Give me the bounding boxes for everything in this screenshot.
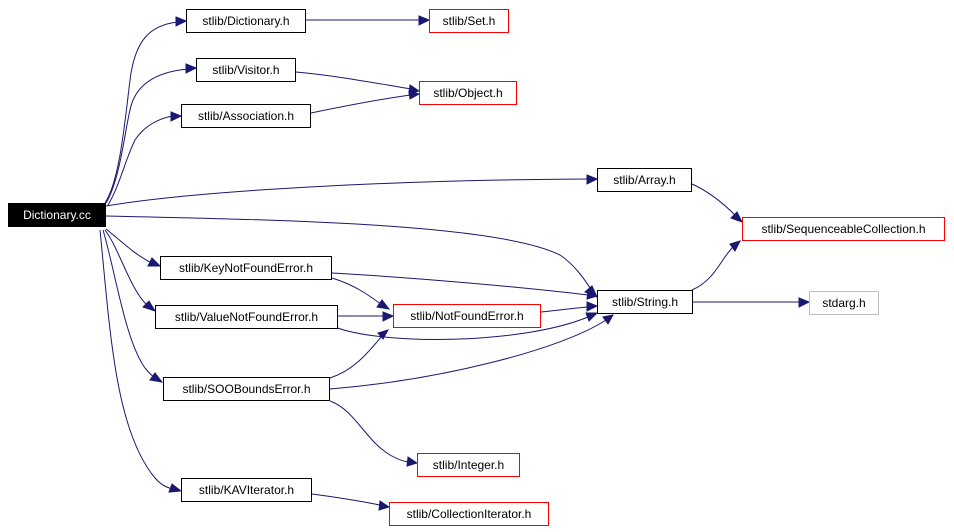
arrowhead: [382, 311, 395, 322]
node-stlib-object-h[interactable]: stlib/Object.h: [419, 81, 517, 105]
edge-root-kaviterator: [99, 229, 173, 490]
edge-valuenotfound-string: [334, 316, 589, 340]
arrowhead: [377, 329, 390, 340]
edge-keynotfound-notfound: [331, 277, 383, 306]
arrowhead: [175, 16, 188, 27]
node-stlib-string-h[interactable]: stlib/String.h: [597, 290, 693, 314]
node-stlib-integer-h[interactable]: stlib/Integer.h: [417, 453, 520, 477]
edge-soobounds-notfound: [329, 335, 383, 379]
arrowhead: [406, 456, 419, 467]
edge-root-visitor: [105, 68, 189, 204]
node-stlib-set-h[interactable]: stlib/Set.h: [429, 9, 509, 33]
arrowhead: [586, 174, 599, 185]
arrowhead: [586, 301, 599, 312]
arrowhead: [798, 297, 811, 308]
edge-soobounds-integer: [329, 400, 409, 463]
arrowhead: [585, 312, 599, 322]
arrowhead: [376, 299, 391, 310]
node-stlib-array-h[interactable]: stlib/Array.h: [597, 168, 692, 192]
edge-keynotfound-string: [331, 272, 589, 296]
arrowhead: [378, 500, 391, 511]
node-stlib-notfounderror-h[interactable]: stlib/NotFoundError.h: [393, 304, 541, 328]
node-stlib-visitor-h[interactable]: stlib/Visitor.h: [196, 58, 296, 82]
node-stlib-soobounderror-h[interactable]: stlib/SOOBoundsError.h: [163, 377, 330, 401]
edge-kaviterator-colliterator: [311, 493, 381, 506]
arrowhead: [147, 257, 162, 267]
arrowhead: [168, 483, 183, 493]
edge-root-valuenotfound: [104, 229, 149, 307]
edge-association-object: [310, 94, 412, 114]
edge-root-dictionary: [104, 21, 179, 204]
edge-root-array: [105, 178, 589, 207]
node-stlib-sequenceablecollection-h[interactable]: stlib/SequenceableCollection.h: [742, 217, 945, 241]
node-stlib-keynotfounderror-h[interactable]: stlib/KeyNotFoundError.h: [160, 256, 332, 280]
edge-root-soobounds: [102, 229, 156, 379]
edge-visitor-object: [295, 71, 412, 90]
edge-root-association: [107, 115, 174, 206]
arrowhead: [729, 240, 741, 252]
node-stlib-dictionary-h[interactable]: stlib/Dictionary.h: [186, 9, 306, 33]
arrowhead: [418, 15, 431, 26]
arrowhead: [149, 372, 164, 383]
node-stlib-kaviterator-h[interactable]: stlib/KAVIterator.h: [181, 478, 312, 502]
edges: [99, 15, 811, 511]
edge-string-seqcoll: [691, 246, 734, 291]
arrowhead: [586, 290, 599, 300]
arrowhead: [602, 314, 614, 325]
node-stlib-collectioniterator-h[interactable]: stlib/CollectionIterator.h: [389, 502, 549, 526]
edge-root-keynotfound: [105, 228, 153, 264]
arrowhead: [185, 63, 198, 74]
edge-soobounds-string: [329, 319, 607, 390]
edge-array-seqcoll: [691, 183, 737, 217]
node-dictionary-cc: Dictionary.cc: [8, 203, 106, 227]
node-stlib-valuenotfounderror-h[interactable]: stlib/ValueNotFoundError.h: [155, 305, 338, 329]
edge-notfound-string: [540, 306, 589, 313]
arrowhead: [408, 90, 421, 100]
arrowhead: [142, 300, 157, 312]
node-stdarg-h[interactable]: stdarg.h: [809, 291, 879, 315]
node-stlib-association-h[interactable]: stlib/Association.h: [181, 104, 311, 128]
arrowhead: [170, 111, 183, 122]
arrowhead: [730, 211, 744, 223]
edge-root-string: [105, 215, 593, 292]
